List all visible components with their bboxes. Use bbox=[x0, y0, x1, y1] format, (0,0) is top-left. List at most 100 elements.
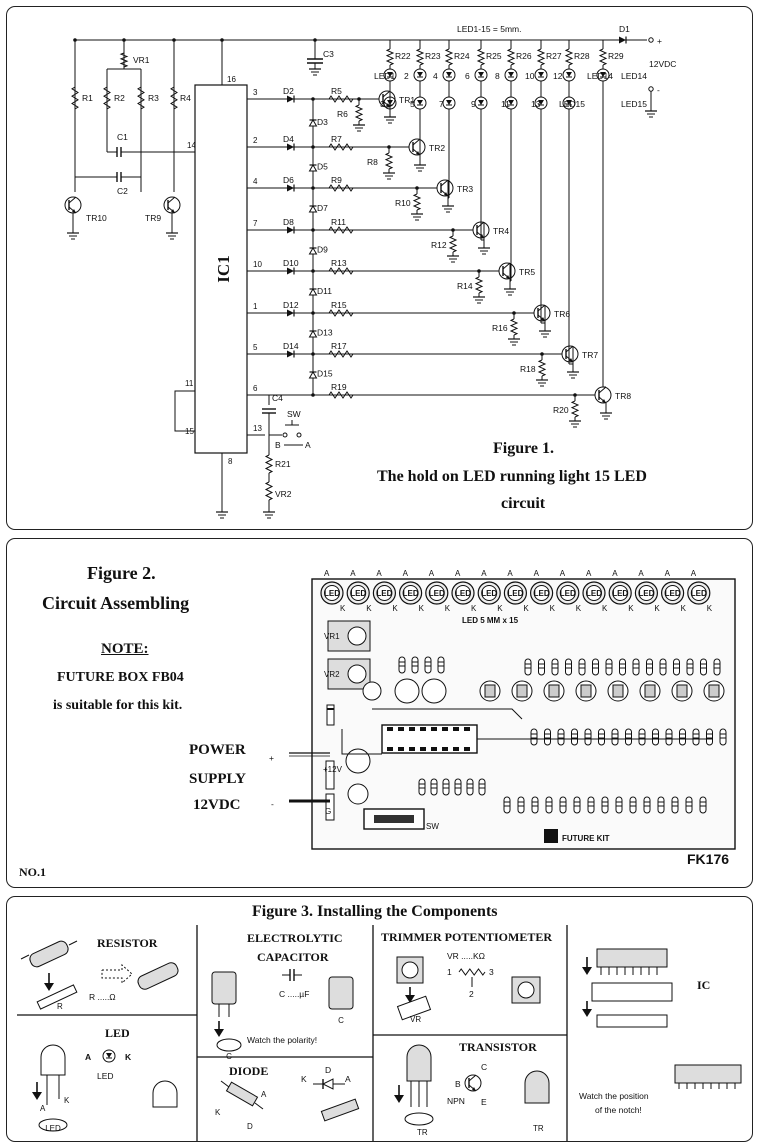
pcb-resistor bbox=[424, 656, 432, 674]
resistor-R7 bbox=[328, 143, 354, 151]
r21-label: R21 bbox=[275, 459, 291, 469]
label-R22: R22 bbox=[395, 51, 411, 61]
pin-11: 11 bbox=[185, 379, 194, 388]
pcb-resistor bbox=[398, 656, 406, 674]
label-D2: D2 bbox=[283, 86, 294, 96]
junction-dot bbox=[172, 38, 176, 42]
led-anode-mark: A bbox=[534, 569, 540, 578]
polarity-note: Watch the polarity! bbox=[247, 1035, 317, 1045]
pin-8: 8 bbox=[228, 457, 233, 466]
led-cathode-mark: K bbox=[419, 604, 425, 613]
tr-tag: TR bbox=[417, 1128, 428, 1137]
ic-pin bbox=[409, 747, 415, 751]
r4 bbox=[170, 86, 178, 110]
pcb-resistor bbox=[411, 656, 419, 674]
plus-sign: + bbox=[657, 36, 662, 46]
ic-pin-2: 2 bbox=[253, 136, 258, 145]
junction-dot bbox=[387, 145, 391, 149]
led-sub: LED bbox=[97, 1071, 114, 1081]
pcb-led-text: LED bbox=[691, 589, 707, 598]
label-R17: R17 bbox=[331, 341, 347, 351]
led-label-5: 10 bbox=[525, 71, 535, 81]
pcb-led-text: LED bbox=[665, 589, 681, 598]
label-R24: R24 bbox=[454, 51, 470, 61]
diode-title: DIODE bbox=[229, 1064, 268, 1078]
led-bottom-label-3: 9 bbox=[471, 99, 476, 109]
pcb-led-text: LED bbox=[534, 589, 550, 598]
c4-label: C4 bbox=[272, 393, 283, 403]
junction-dot bbox=[311, 393, 315, 397]
pcb-led-inner bbox=[638, 585, 655, 601]
label-R11: R11 bbox=[331, 217, 346, 227]
pcb-outline bbox=[396, 995, 432, 1021]
brand-logo bbox=[544, 829, 558, 843]
r4-label: R4 bbox=[180, 93, 191, 103]
led-cathode-mark: K bbox=[654, 604, 660, 613]
led-label-3: 6 bbox=[465, 71, 470, 81]
arrow-head bbox=[32, 1092, 42, 1100]
pcb-resistor bbox=[551, 658, 559, 676]
led-anode-mark: A bbox=[481, 569, 487, 578]
led-anode-mark: A bbox=[691, 569, 697, 578]
pcb-pad bbox=[216, 1038, 242, 1052]
led-cathode-mark: K bbox=[445, 604, 451, 613]
pcb-resistor bbox=[686, 658, 694, 676]
c2-label: C2 bbox=[117, 186, 128, 196]
pcb-capacitor bbox=[345, 748, 371, 774]
pcb-brand: FUTURE KIT bbox=[562, 834, 610, 843]
resistor-R24 bbox=[444, 48, 454, 66]
led-anode-mark: A bbox=[638, 569, 644, 578]
pcb-resistor bbox=[657, 796, 665, 814]
led-label-4: 8 bbox=[495, 71, 500, 81]
figure1-title: Figure 1. bbox=[493, 440, 555, 457]
tr-c: C bbox=[481, 1062, 487, 1072]
diode-D9 bbox=[308, 247, 318, 255]
label-TR6: TR6 bbox=[554, 309, 570, 319]
diode-D8 bbox=[287, 226, 294, 234]
resistor-R11 bbox=[328, 226, 354, 234]
minus-sign: - bbox=[657, 85, 660, 95]
pcb-assembly-drawing: ALEDKALEDKALEDKALEDKALEDKALEDKALEDKALEDK… bbox=[269, 569, 736, 850]
label-D8: D8 bbox=[283, 217, 294, 227]
diode-symbol bbox=[321, 1078, 334, 1090]
sw-b-label: B bbox=[275, 440, 281, 450]
label-R23: R23 bbox=[425, 51, 441, 61]
arrow-head bbox=[582, 1009, 592, 1017]
led-anode-mark: A bbox=[403, 569, 409, 578]
pcb-resistor bbox=[559, 796, 567, 814]
transistor-installed bbox=[524, 1070, 550, 1104]
pcb-resistor bbox=[646, 658, 653, 676]
pcb-outline bbox=[36, 984, 78, 1010]
r1-label: R1 bbox=[82, 93, 93, 103]
led-bottom-label-2: 7 bbox=[439, 99, 444, 109]
c1-label: C1 bbox=[117, 132, 128, 142]
led-body bbox=[40, 1044, 66, 1076]
pcb-resistor bbox=[587, 796, 595, 814]
junction-dot bbox=[540, 352, 544, 356]
pcb-resistor bbox=[442, 778, 450, 796]
pcb-trace bbox=[372, 708, 523, 720]
pcb-led-inner bbox=[690, 585, 707, 601]
cap-title-2: CAPACITOR bbox=[257, 950, 329, 964]
cap-body bbox=[211, 971, 237, 1005]
pcb-resistor bbox=[584, 728, 592, 746]
pcb-led-text: LED bbox=[324, 589, 340, 598]
resistor-R10 bbox=[412, 193, 422, 211]
pcb-pad bbox=[38, 1118, 68, 1132]
power-minus-sign: - bbox=[271, 799, 274, 809]
label-TR5: TR5 bbox=[519, 267, 535, 277]
ic-pin bbox=[420, 747, 426, 751]
led-label-6: 12 bbox=[553, 71, 563, 81]
r3 bbox=[137, 86, 145, 110]
led-title: LED bbox=[105, 1026, 130, 1040]
label-R25: R25 bbox=[486, 51, 502, 61]
pcb-led-inner bbox=[559, 585, 576, 601]
pcb-led-inner bbox=[586, 585, 602, 601]
power-plus-sign: + bbox=[269, 753, 274, 763]
pcb-resistor bbox=[605, 658, 613, 676]
pin11-15-link bbox=[174, 390, 195, 432]
led-cathode-mark: K bbox=[576, 604, 582, 613]
vr-pin-3: 3 bbox=[489, 967, 494, 977]
ic-pin-6: 6 bbox=[253, 384, 258, 393]
tr-tag-2: TR bbox=[533, 1124, 544, 1133]
